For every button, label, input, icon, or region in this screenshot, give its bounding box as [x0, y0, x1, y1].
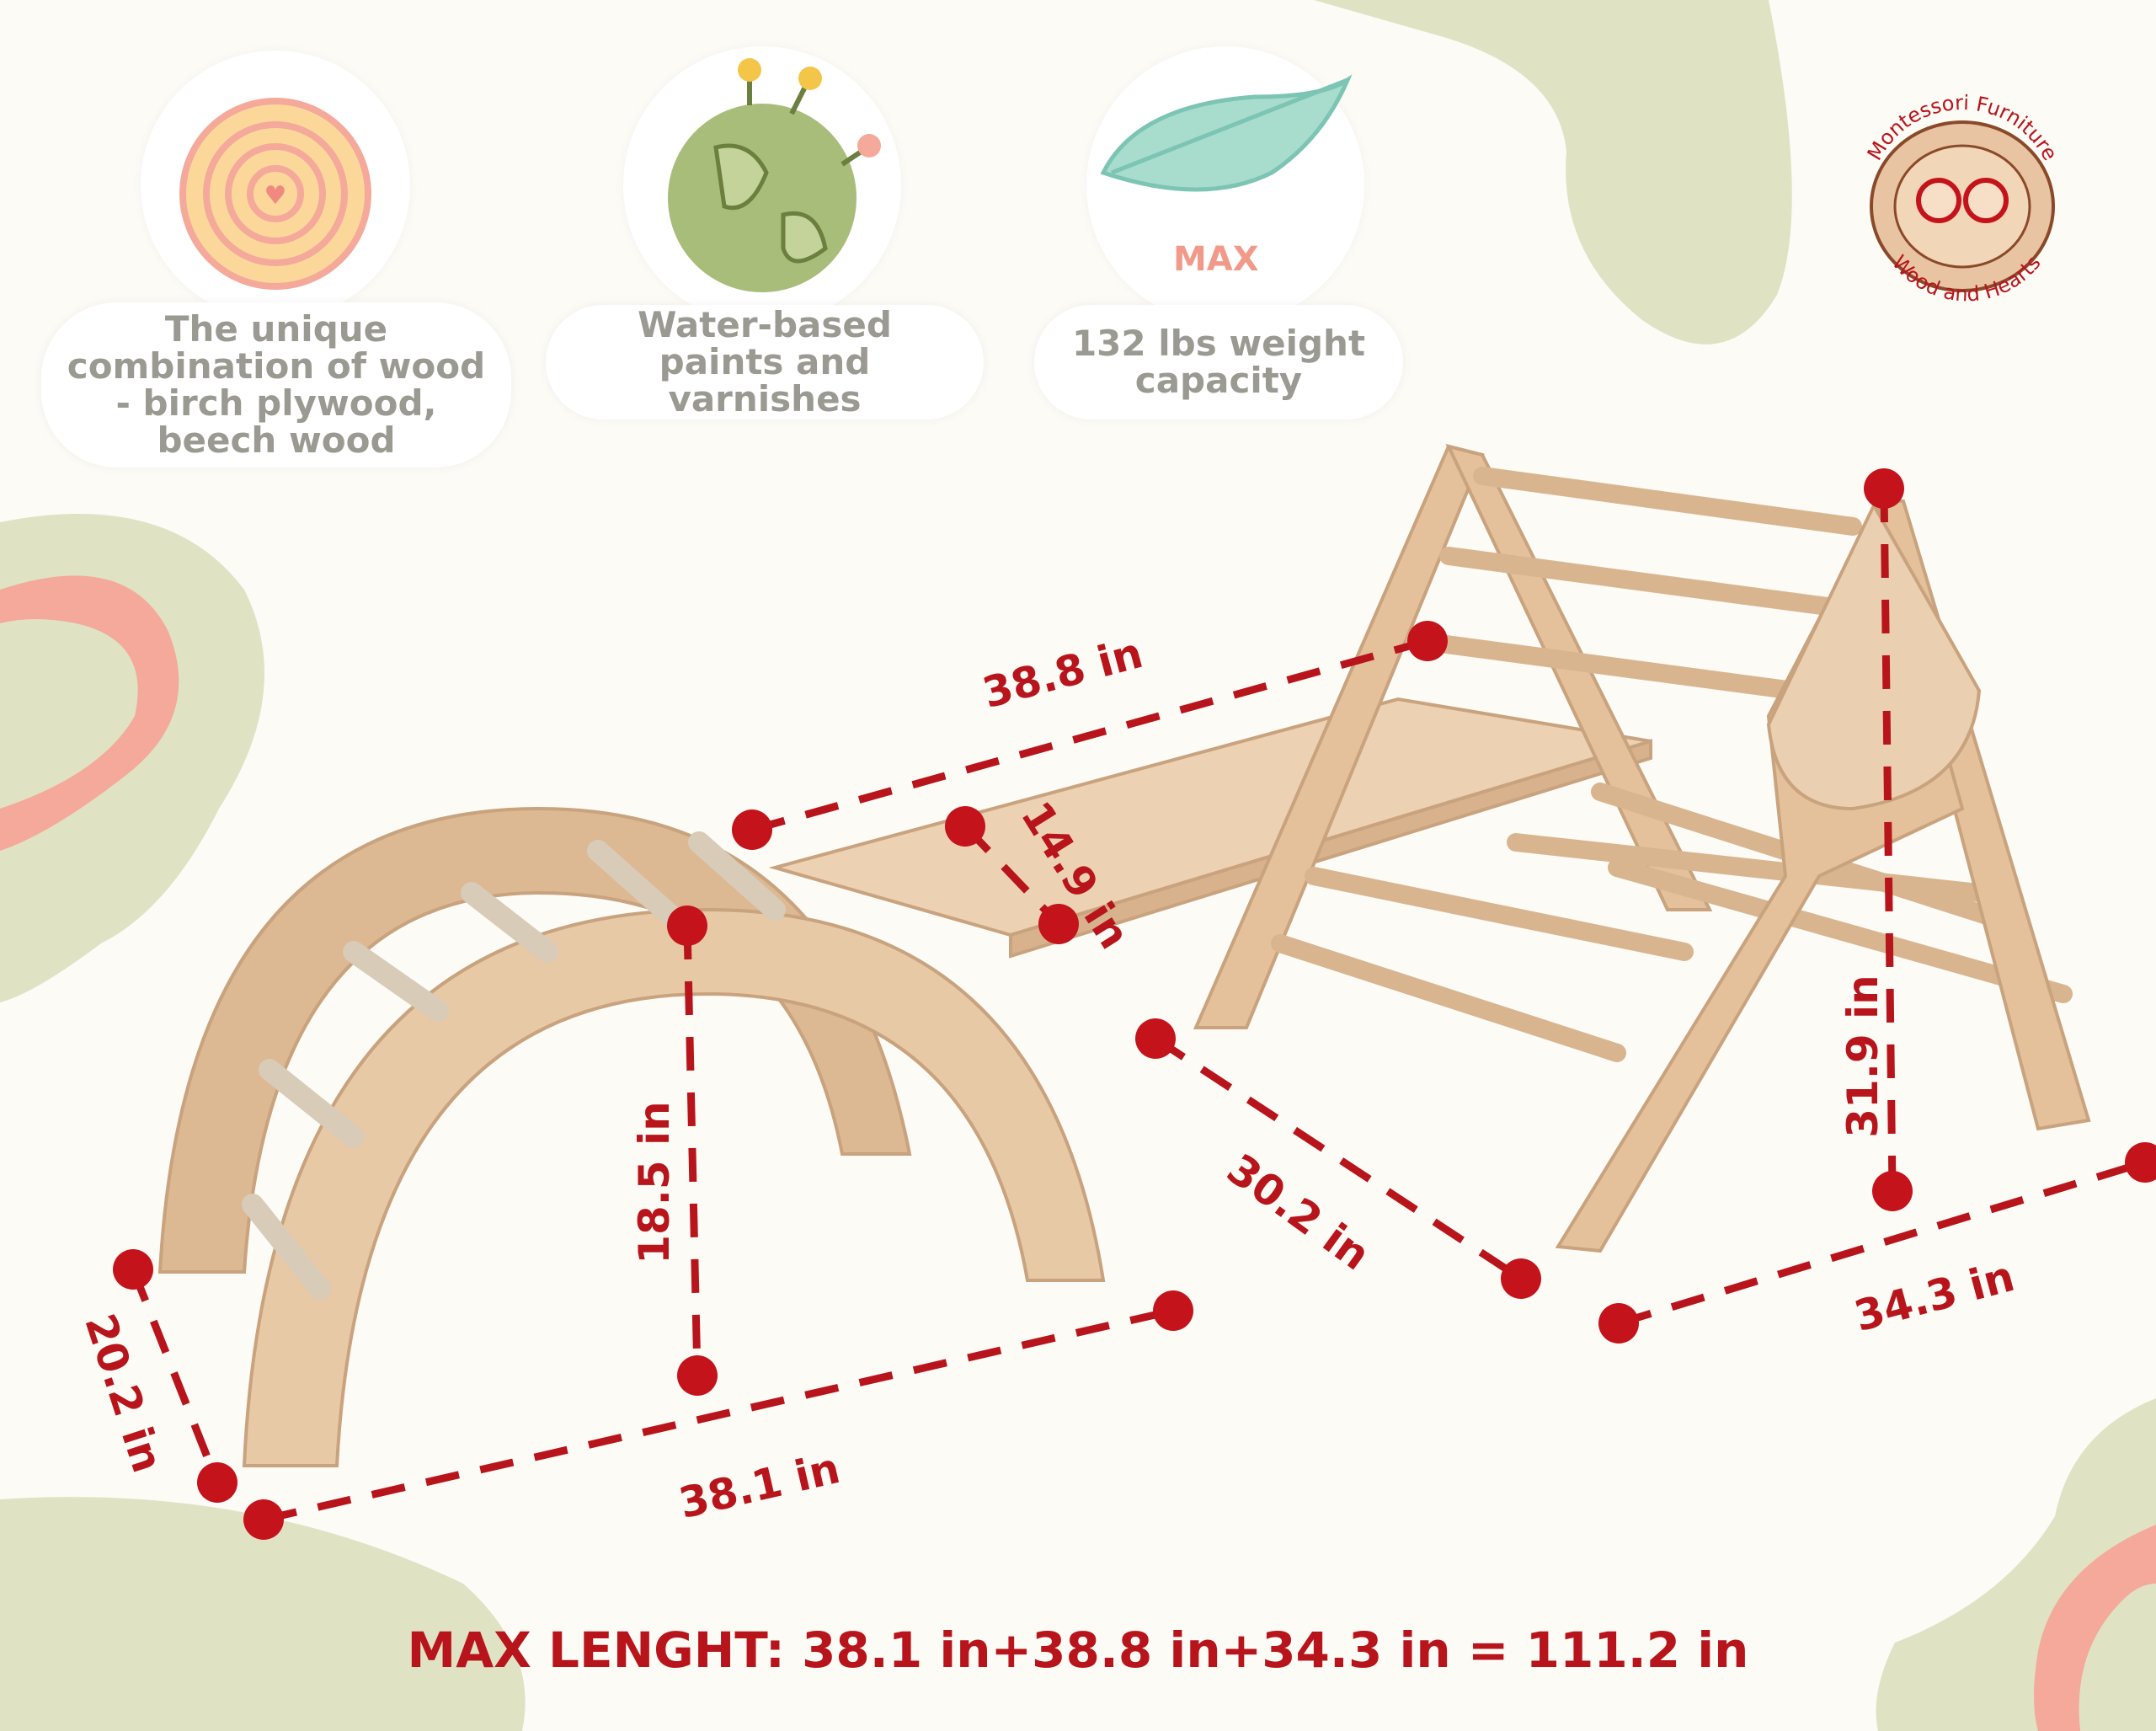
- feature-label-wood: The unique combination of wood - birch p…: [41, 302, 511, 467]
- feature-label-capacity: 132 lbs weight capacity: [1034, 305, 1403, 419]
- dim-line-triangle-length: [1617, 1158, 2147, 1328]
- feature-circle-wood: ♥: [141, 51, 410, 320]
- dim-line-arch-length: [262, 1306, 1175, 1524]
- max-length-summary: MAX LENGHT: 38.1 in+38.8 in+34.3 in = 11…: [407, 1621, 1749, 1679]
- feature-circle-feather: [1086, 46, 1364, 324]
- dim-line-arch-depth: [129, 1268, 221, 1484]
- green-blob-top: [1314, 0, 1792, 345]
- dim-line-triangle-height: [1880, 488, 1897, 1192]
- pink-swirl-bottom-right: [2034, 1525, 2156, 1731]
- dim-line-arch-height: [683, 925, 702, 1376]
- dimension-lines: [129, 488, 2147, 1524]
- climbing-arch: [157, 806, 1106, 1467]
- pink-swirl-left: [0, 575, 179, 851]
- dim-line-ramp-length: [750, 637, 1429, 834]
- feature-label-paints: Water-based paints and varnishes: [546, 305, 984, 419]
- brand-logo: Montessori Furniture Wood and Hearts: [1863, 91, 2063, 307]
- earth-sprouts-icon: [668, 58, 881, 292]
- green-blob-bottom-left: [0, 1497, 526, 1731]
- max-badge: MAX: [1173, 240, 1259, 279]
- pikler-triangle: [1193, 444, 2091, 1253]
- label-triangle-height: 31.9 in: [1838, 975, 1887, 1138]
- feature-circle-earth: [623, 46, 901, 324]
- dimension-dots: [113, 468, 2156, 1540]
- dim-line-ramp-width: [962, 823, 1062, 927]
- label-arch-height: 18.5 in: [629, 1101, 679, 1264]
- feather-icon: [1100, 74, 1353, 192]
- slide-ramp: [768, 697, 1652, 959]
- dim-line-triangle-depth: [1153, 1035, 1524, 1282]
- wood-rings-icon: ♥: [179, 98, 371, 290]
- svg-text:♥: ♥: [264, 181, 287, 211]
